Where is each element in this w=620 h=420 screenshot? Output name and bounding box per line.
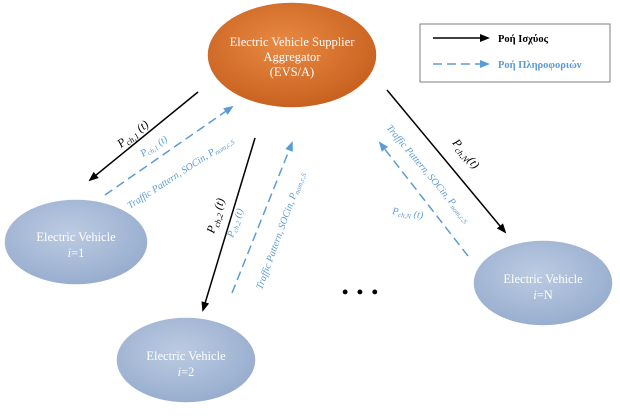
power-arrow-n (386, 89, 507, 234)
legend: Ροή Ισχύος Ροή Πληροφοριών (419, 23, 611, 83)
power-arrow-1 (88, 91, 199, 182)
vehicle-n-index-value: =N (537, 288, 553, 302)
power-label-2-sub: ch,2 (211, 211, 225, 228)
vehicle-2-index-value: =2 (181, 365, 194, 379)
info-label-2-traffic: Traffic Pattern, SOCin, Pnom,c,S (254, 170, 308, 291)
power-label-2: Pch,2 (t) (203, 196, 229, 236)
legend-box (419, 23, 611, 83)
vehicle-node-1: Electric Vehicle i=1 (3, 198, 149, 286)
vehicle-n-name: Electric Vehicle (503, 272, 583, 286)
info-label-2-main: P (225, 230, 238, 240)
info-label-2-suffix: (t) (232, 207, 247, 223)
info-arrow-1 (104, 105, 234, 196)
vehicle-n-index-prefix: i (533, 288, 537, 302)
aggregator-node: Electric Vehicle Supplier Aggregator (EV… (206, 1, 378, 109)
info-arrow-n (378, 141, 469, 257)
info-label-1-main: P (138, 147, 150, 160)
info-label-n-suffix: (t) (411, 209, 425, 222)
vehicle-2-index-prefix: i (178, 365, 182, 379)
info-label-n-main: P (391, 206, 400, 218)
power-label-n: Pch,N(t) (448, 135, 483, 172)
vehicle-1-index-prefix: i (68, 246, 72, 260)
ellipsis-dots: • • • (342, 282, 380, 302)
vehicle-1-name: Electric Vehicle (36, 230, 116, 244)
vehicle-1-index: i=1 (68, 246, 85, 260)
power-label-1-suffix: (t) (131, 117, 151, 137)
info-label-n-traffic-sub: nom,c,S (448, 204, 469, 227)
vehicle-2-index: i=2 (178, 365, 195, 379)
info-label-1-traffic-text: Traffic Pattern, SOCin, P (126, 147, 217, 212)
info-label-n-sub: ch,N (397, 211, 411, 221)
vehicle-node-n: Electric Vehicle i=N (472, 239, 614, 327)
info-label-2-sub: ch,2 (231, 219, 243, 233)
aggregator-line1: Electric Vehicle Supplier (230, 35, 356, 49)
info-label-2-power: Pch,2 (t) (225, 207, 247, 241)
legend-info-label: Ροή Πληροφοριών (498, 59, 582, 71)
vehicle-node-2: Electric Vehicle i=2 (115, 316, 257, 404)
info-label-n-power: Pch,N (t) (390, 206, 424, 222)
vehicle-n-index: i=N (533, 288, 553, 302)
info-label-1-traffic-sub: nom,c,S (213, 138, 236, 157)
power-arrow-2 (201, 137, 256, 312)
vehicle-1-index-value: =1 (71, 246, 84, 260)
vehicle-2-name: Electric Vehicle (146, 349, 226, 363)
aggregator-line3: (EVS/A) (270, 65, 314, 79)
info-label-2-traffic-text: Traffic Pattern, SOCin, P (254, 191, 299, 291)
power-label-2-suffix: (t) (210, 196, 228, 214)
info-arrow-2 (231, 141, 293, 294)
power-label-1: Pch,1 (t) (113, 117, 152, 152)
legend-power-label: Ροή Ισχύος (498, 33, 549, 45)
info-label-2-traffic-sub: nom,c,S (293, 172, 308, 196)
aggregator-line2: Aggregator (264, 50, 322, 64)
